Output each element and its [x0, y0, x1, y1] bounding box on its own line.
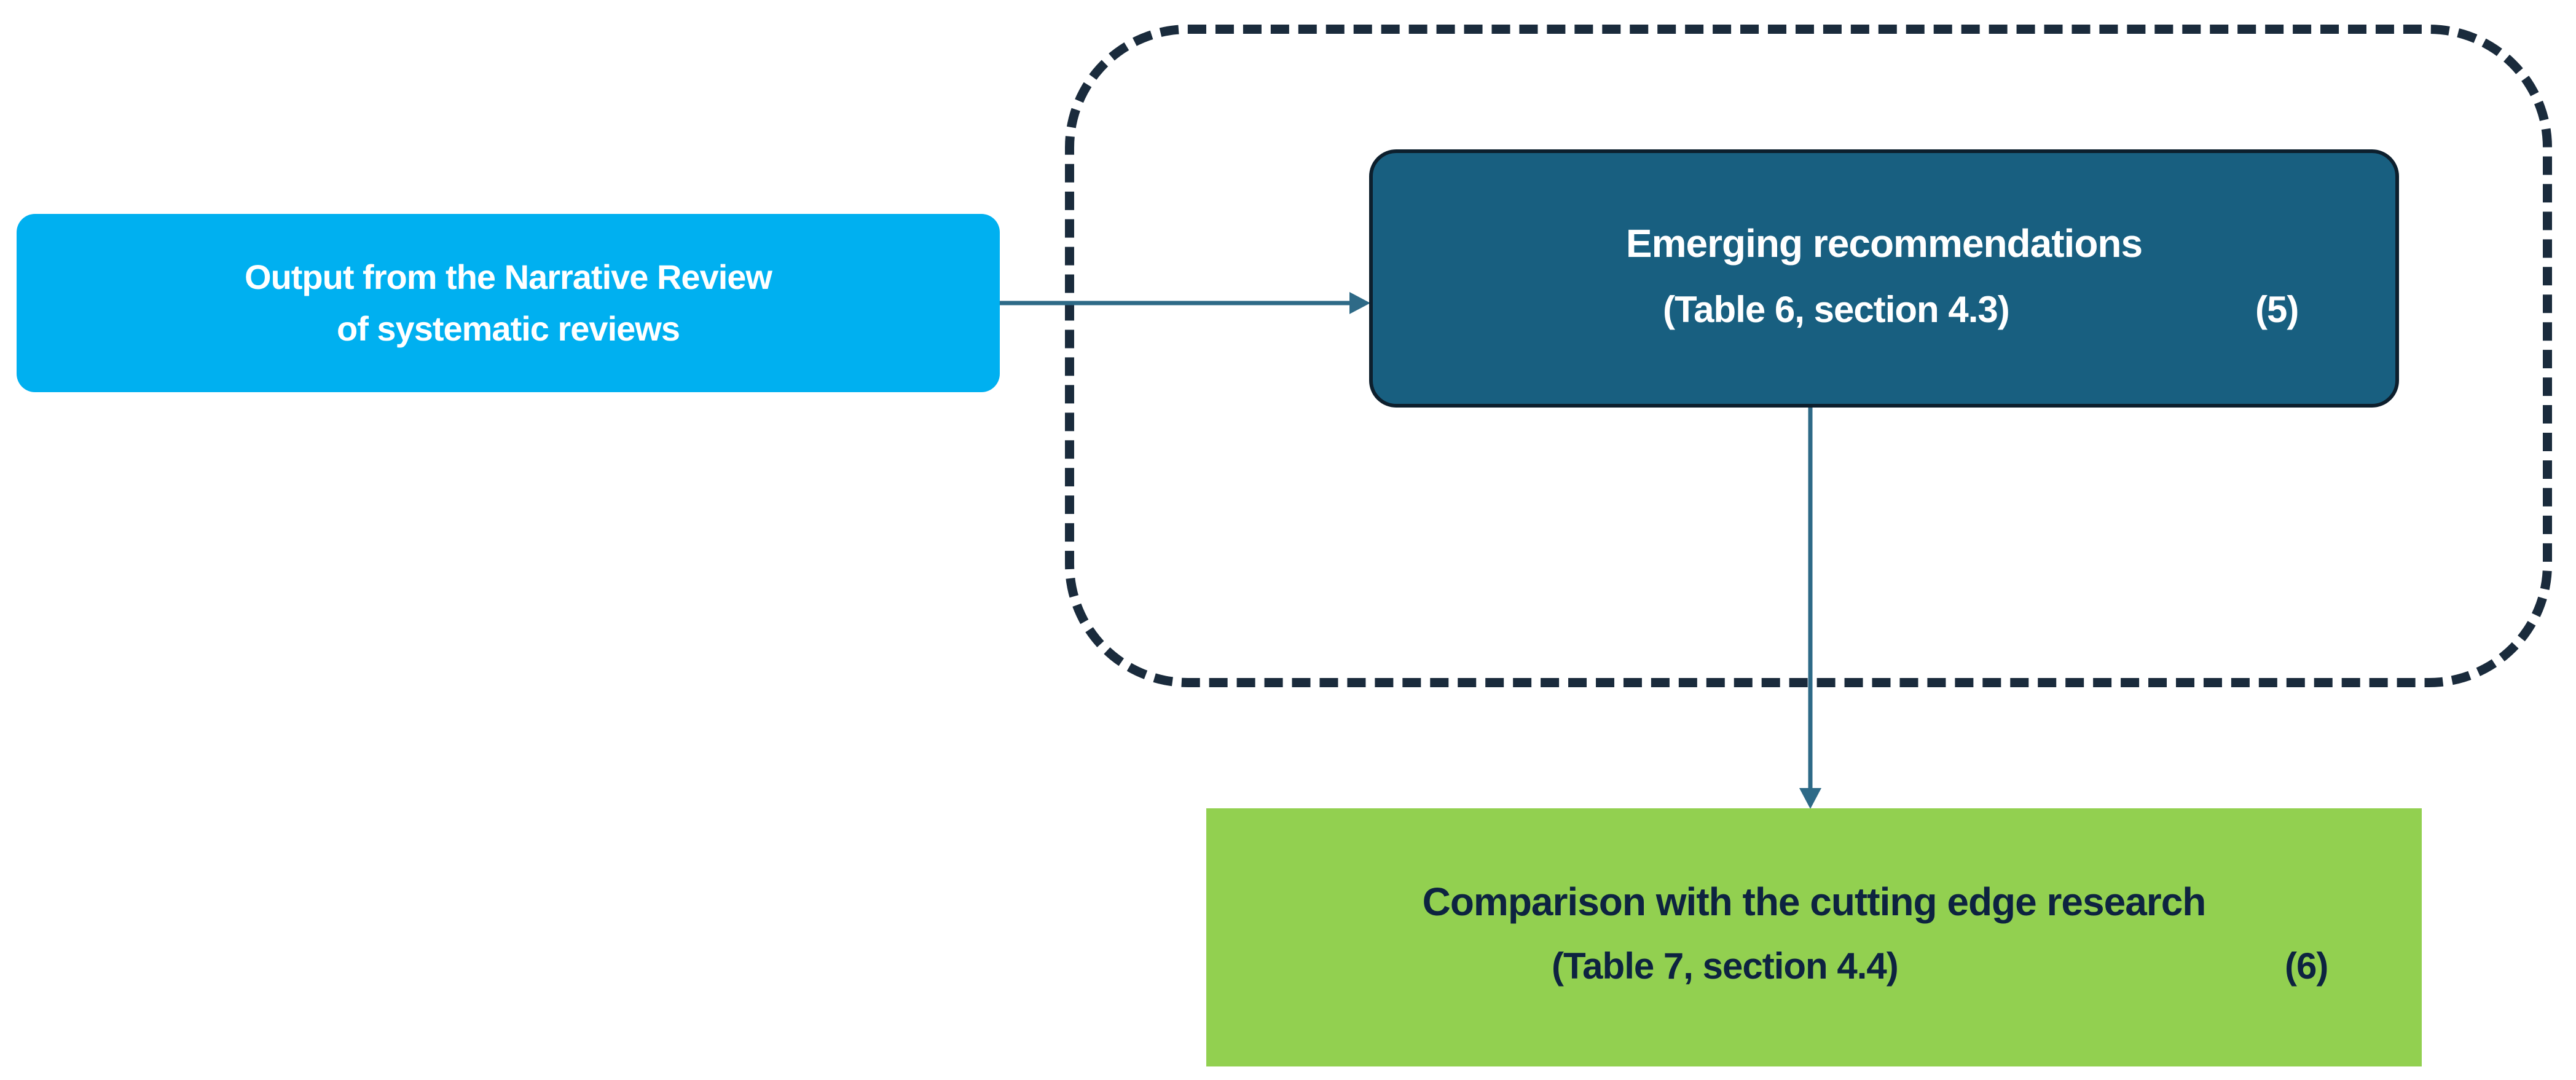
comparison-box-step: (6) [2285, 945, 2328, 987]
comparison-box-reference: (Table 7, section 4.4) [1552, 945, 1899, 987]
cutting-edge-comparison-box: Comparison with the cutting edge researc… [1206, 808, 2422, 1066]
review-box-line1: Output from the Narrative Review [245, 258, 772, 296]
emerging-box-title: Emerging recommendations [1625, 221, 2143, 266]
dashed-group-frame [1065, 25, 2552, 687]
arrow-emerging-to-comparison [1799, 408, 1821, 809]
emerging-box-step: (5) [2255, 289, 2299, 330]
review-box-line2: of systematic reviews [337, 309, 680, 348]
arrowhead-down-icon [1799, 788, 1821, 809]
emerging-box-reference: (Table 6, section 4.3) [1663, 289, 2010, 330]
emerging-recommendations-box: Emerging recommendations (Table 6, secti… [1369, 149, 2399, 408]
arrowhead-right-icon [1349, 292, 1370, 314]
arrow-review-to-emerging [1000, 292, 1370, 314]
comparison-box-title: Comparison with the cutting edge researc… [1422, 880, 2207, 924]
narrative-review-output-box: Output from the Narrative Review of syst… [17, 214, 1000, 392]
